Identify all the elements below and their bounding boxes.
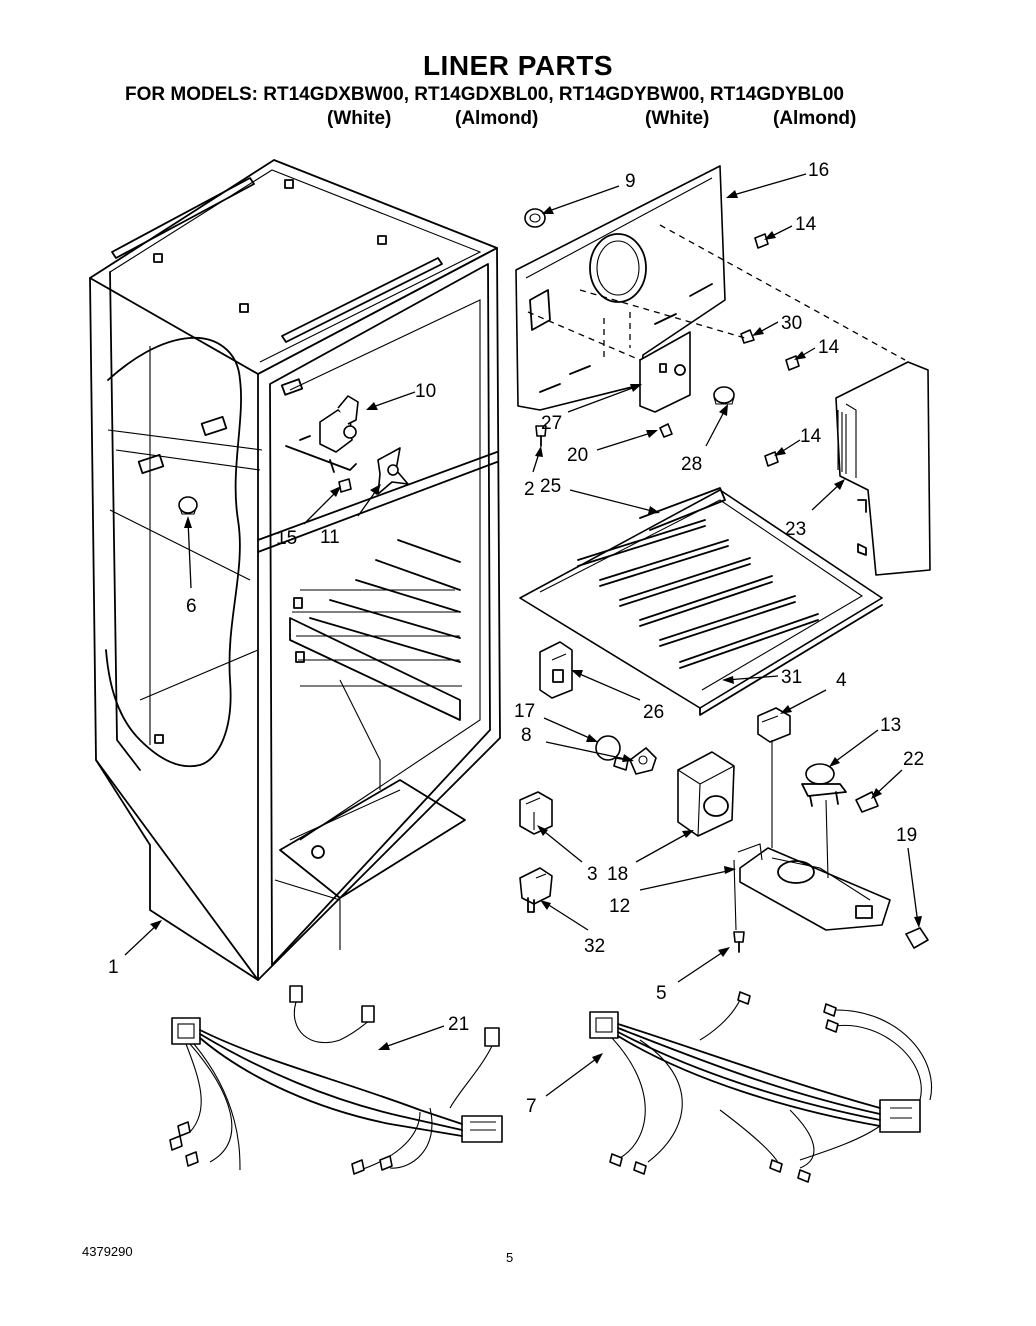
fan-motor-assembly	[285, 395, 409, 495]
callout-7: 7	[526, 1096, 537, 1117]
variant-label-3: (White)	[645, 108, 710, 129]
callout-30: 30	[781, 313, 802, 334]
temperature-control-part-13	[801, 763, 847, 807]
control-housing-part-12	[733, 740, 891, 931]
variant-label-2: (Almond)	[455, 108, 539, 129]
callout-11: 11	[320, 527, 340, 548]
callout-32: 32	[584, 936, 605, 957]
callout-16: 16	[808, 160, 829, 181]
callout-25: 25	[540, 476, 561, 497]
callout-15: 15	[276, 528, 297, 549]
switch-part-26	[539, 641, 573, 699]
callout-13: 13	[880, 715, 901, 736]
variant-label-1: (White)	[327, 108, 392, 129]
callout-18: 18	[607, 864, 628, 885]
wire-harness-part-7	[589, 991, 932, 1183]
clip-part-19	[905, 927, 929, 949]
switch-part-32	[519, 867, 553, 913]
callout-5: 5	[656, 983, 667, 1004]
callout-1: 1	[108, 957, 119, 978]
callout-6: 6	[186, 596, 197, 617]
callout-22: 22	[903, 749, 924, 770]
part-callouts: 1 2 3 4 5 6 7 8 9 10 11 12 13 14 14 14 1…	[108, 160, 924, 1117]
callout-21: 21	[448, 1014, 469, 1035]
callout-14b: 14	[818, 337, 840, 358]
callout-14a: 14	[795, 214, 817, 235]
callout-4: 4	[836, 670, 847, 691]
wire-harness-part-21	[169, 985, 503, 1175]
bumper-part-9	[524, 208, 546, 228]
liner-cabinet	[89, 159, 501, 981]
callout-17: 17	[514, 701, 535, 722]
models-line: FOR MODELS: RT14GDXBW00, RT14GDXBL00, RT…	[125, 84, 844, 105]
callout-28: 28	[681, 454, 702, 475]
light-socket-part-8	[629, 747, 657, 775]
page-number: 5	[506, 1250, 514, 1265]
shelf-tray-part-25	[519, 487, 883, 716]
control-housing-part-23	[835, 361, 931, 576]
callout-23: 23	[785, 519, 806, 540]
callout-3: 3	[587, 864, 598, 885]
callout-8: 8	[521, 725, 532, 746]
callout-14c: 14	[800, 426, 822, 447]
callout-20: 20	[567, 445, 588, 466]
plug-part	[178, 496, 198, 515]
callout-27: 27	[541, 413, 562, 434]
light-shield-part-18	[677, 751, 735, 837]
evaporator-cover-panel	[515, 165, 735, 413]
light-bulb-part-17	[595, 735, 629, 771]
control-knob-part-4	[757, 707, 791, 743]
bracket-part-3	[519, 791, 553, 835]
page-title: LINER PARTS	[422, 50, 614, 81]
leader-lines	[124, 173, 922, 1097]
callout-9: 9	[625, 171, 636, 192]
callout-19: 19	[896, 825, 917, 846]
callout-2: 2	[524, 479, 535, 500]
document-number: 4379290	[82, 1244, 133, 1259]
callout-26: 26	[643, 702, 664, 723]
callout-12: 12	[609, 896, 630, 917]
callout-10: 10	[415, 381, 436, 402]
variant-label-4: (Almond)	[773, 108, 857, 129]
callout-31: 31	[781, 667, 802, 688]
